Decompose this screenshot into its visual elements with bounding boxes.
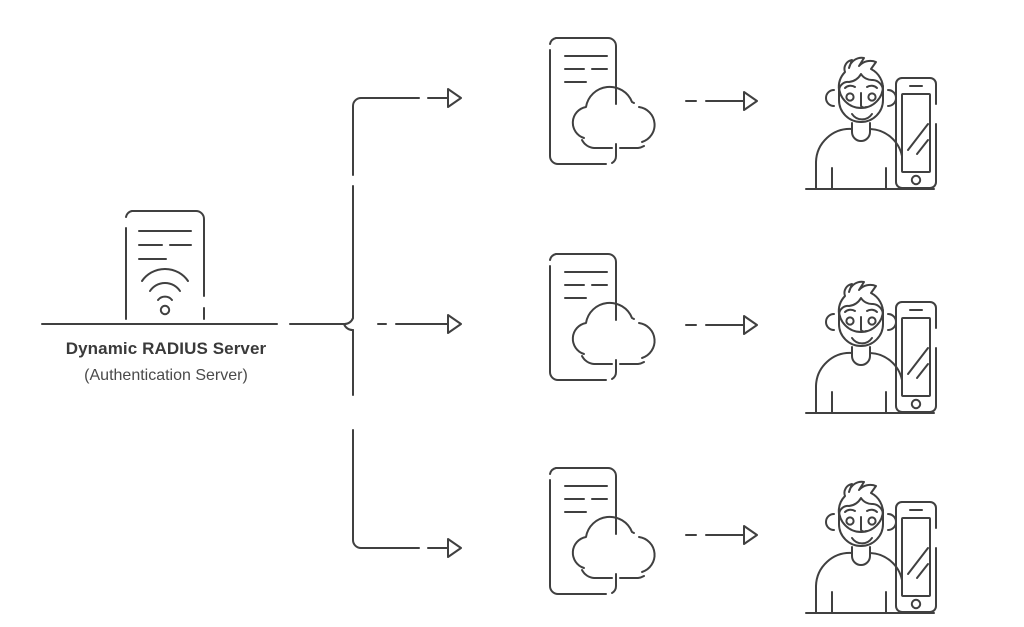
- radius-server-wifi-icon: [125, 210, 205, 320]
- server-title: Dynamic RADIUS Server: [65, 339, 267, 358]
- server-subtitle: (Authentication Server): [84, 367, 248, 384]
- flow-arrowhead-icon: [743, 315, 758, 335]
- user-with-smartphone-icon: [805, 56, 937, 191]
- user-with-smartphone-icon: [805, 480, 937, 614]
- flow-arrowhead-icon: [743, 525, 758, 545]
- branching-trunk-connector: [343, 97, 420, 549]
- document-cloud-icon: [549, 37, 656, 165]
- user-with-smartphone-icon: [805, 280, 937, 414]
- branch-arrowhead-icon: [447, 538, 462, 558]
- document-cloud-icon: [549, 253, 656, 381]
- document-cloud-icon: [549, 467, 656, 595]
- branch-arrowhead-icon: [447, 88, 462, 108]
- server-label-block: Dynamic RADIUS Server (Authentication Se…: [26, 340, 306, 384]
- branch-arrowhead-icon: [447, 314, 462, 334]
- flow-arrowhead-icon: [743, 91, 758, 111]
